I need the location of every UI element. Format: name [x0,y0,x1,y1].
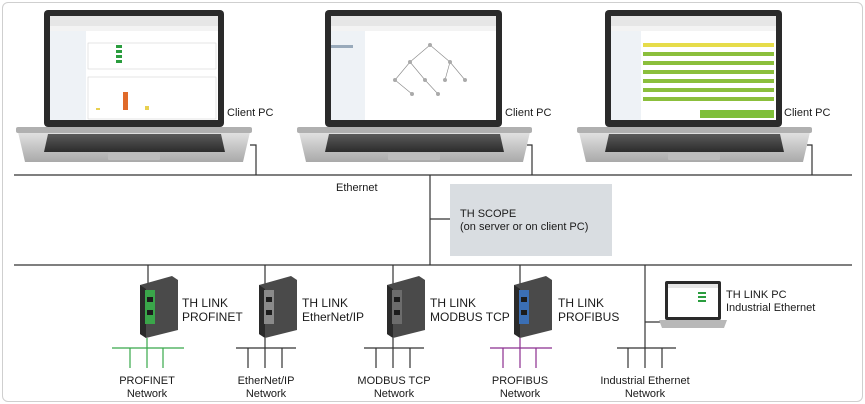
device-modbus [387,276,425,338]
th-link-pc-label: TH LINK PC Industrial Ethernet [726,289,815,315]
device-profibus-label: TH LINK PROFIBUS [558,296,619,324]
network-profibus-lines [490,338,552,368]
client-pc-label-2: Client PC [505,107,552,119]
network-profinet-line1: PROFINET [119,375,175,387]
client-pc-label-1: Client PC [227,107,274,119]
laptop-1 [16,10,252,162]
network-label-profinet: PROFINET Network [105,375,189,401]
network-industrial-line1: Industrial Ethernet [600,375,690,387]
network-profinet-lines [112,338,184,368]
laptop-3 [577,10,812,162]
th-scope-subtitle: (on server or on client PC) [460,221,589,233]
network-industrial-line2: Network [624,388,666,400]
device-ethernetip-label: TH LINK EtherNet/IP [302,296,364,324]
th-link-pc-laptop [659,281,727,328]
network-label-industrial: Industrial Ethernet Network [592,375,698,401]
network-modbus-line1: MODBUS TCP [357,375,431,387]
network-profibus-line2: Network [499,388,541,400]
device-modbus-line1: TH LINK [430,296,477,310]
device-ethernetip [259,276,297,338]
client-pc-2-link [527,144,533,175]
device-profinet-line2: PROFINET [182,310,243,324]
device-modbus-label: TH LINK MODBUS TCP [430,296,510,324]
client-pc-3-link [807,144,813,175]
th-link-pc-line1: TH LINK PC [726,289,787,301]
network-industrial-lines [617,322,676,368]
client-pc-1-link [250,144,257,175]
network-label-profibus: PROFIBUS Network [478,375,562,401]
th-link-pc-line2: Industrial Ethernet [726,302,816,314]
network-ethernetip-line2: Network [245,388,287,400]
device-profibus-line1: TH LINK [558,296,605,310]
device-ethernetip-line1: TH LINK [302,296,349,310]
device-profibus-line2: PROFIBUS [558,310,620,324]
laptop-2 [297,10,532,162]
device-modbus-line2: MODBUS TCP [430,310,510,324]
device-ethernetip-line2: EtherNet/IP [302,310,365,324]
network-modbus-lines [364,338,424,368]
ethernet-label: Ethernet [336,182,378,194]
network-profibus-line1: PROFIBUS [491,375,549,387]
device-profinet-line1: TH LINK [182,296,229,310]
network-label-modbus: MODBUS TCP Network [350,375,438,401]
device-profinet [140,276,178,338]
network-ethernetip-lines [236,338,296,368]
network-modbus-line2: Network [373,388,415,400]
th-scope-title: TH SCOPE [460,208,517,220]
network-label-ethernetip: EtherNet/IP Network [222,375,310,401]
network-profinet-line2: Network [126,388,168,400]
network-ethernetip-line1: EtherNet/IP [237,375,295,387]
device-profinet-label: TH LINK PROFINET [182,296,243,324]
client-pc-label-3: Client PC [784,107,831,119]
device-profibus [514,276,552,338]
th-scope-box: TH SCOPE (on server or on client PC) [450,184,612,256]
